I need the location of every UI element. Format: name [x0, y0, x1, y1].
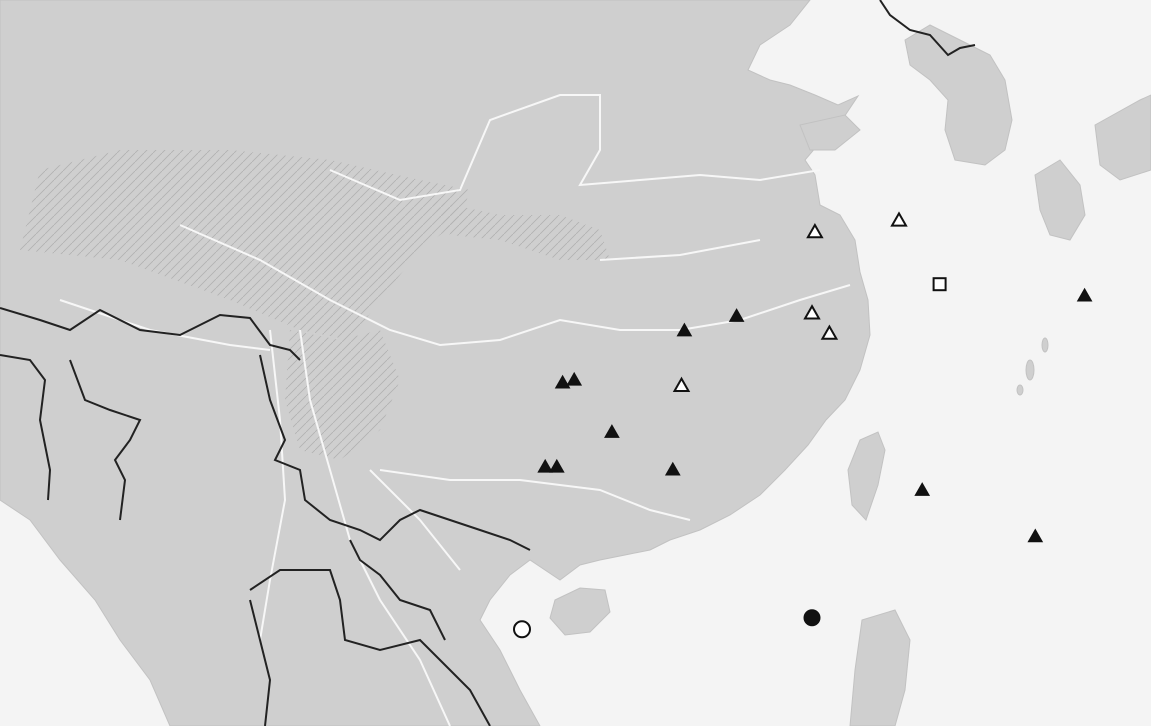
- northern-relief: [430, 200, 610, 260]
- yellow-river: [329, 94, 821, 202]
- kyushu-island: [1034, 159, 1086, 241]
- border-korea: [879, 0, 976, 57]
- border-laos-thailand: [249, 569, 491, 726]
- open-triangle-marker: [806, 222, 824, 239]
- red-river: [369, 469, 461, 571]
- taiwan-island: [847, 431, 886, 521]
- ryukyu-island: [1041, 337, 1049, 353]
- solid-triangle-marker: [1076, 287, 1093, 302]
- himalaya-relief: [20, 150, 470, 340]
- solid-triangle-marker: [554, 374, 571, 389]
- solid-triangle-marker: [566, 371, 583, 386]
- ryukyu-island: [1025, 359, 1035, 381]
- brahmaputra-river: [59, 299, 271, 351]
- border-bangladesh: [69, 359, 142, 521]
- solid-triangle-marker: [664, 461, 681, 476]
- open-circle-marker: [513, 620, 531, 639]
- solid-triangle-marker: [537, 458, 554, 473]
- ryukyu-island: [1016, 384, 1024, 396]
- solid-triangle-marker: [728, 308, 745, 322]
- open-triangle-marker: [803, 304, 821, 320]
- border-laos-vietnam: [349, 539, 446, 641]
- pearl-river: [379, 469, 691, 521]
- solid-triangle-marker: [676, 322, 693, 337]
- solid-triangle-marker: [548, 458, 565, 473]
- solid-circle-marker: [803, 609, 821, 627]
- yangtze-river: [179, 224, 851, 347]
- honshu-fragment: [1094, 94, 1151, 181]
- open-triangle-marker: [820, 324, 839, 340]
- border-myanmar-thailand: [249, 599, 272, 726]
- border-myanmar-china: [259, 354, 531, 551]
- solid-triangle-marker: [1027, 528, 1044, 543]
- solid-triangle-marker: [914, 482, 931, 496]
- national-borders: [0, 0, 976, 726]
- shandong-peninsula: [799, 114, 861, 151]
- border-india-myanmar: [0, 354, 52, 501]
- border-himalaya: [0, 307, 301, 361]
- luzon-island: [849, 609, 911, 726]
- hengduan-relief: [285, 330, 400, 460]
- open-triangle-marker: [890, 211, 908, 227]
- hainan-island: [549, 587, 611, 636]
- salween-river: [259, 329, 287, 641]
- open-square-marker: [932, 277, 947, 292]
- huai-river: [599, 239, 761, 261]
- site-markers: [513, 211, 1093, 639]
- solid-triangle-marker: [604, 424, 620, 438]
- open-triangle-marker: [672, 376, 691, 392]
- korea-peninsula: [904, 24, 1013, 166]
